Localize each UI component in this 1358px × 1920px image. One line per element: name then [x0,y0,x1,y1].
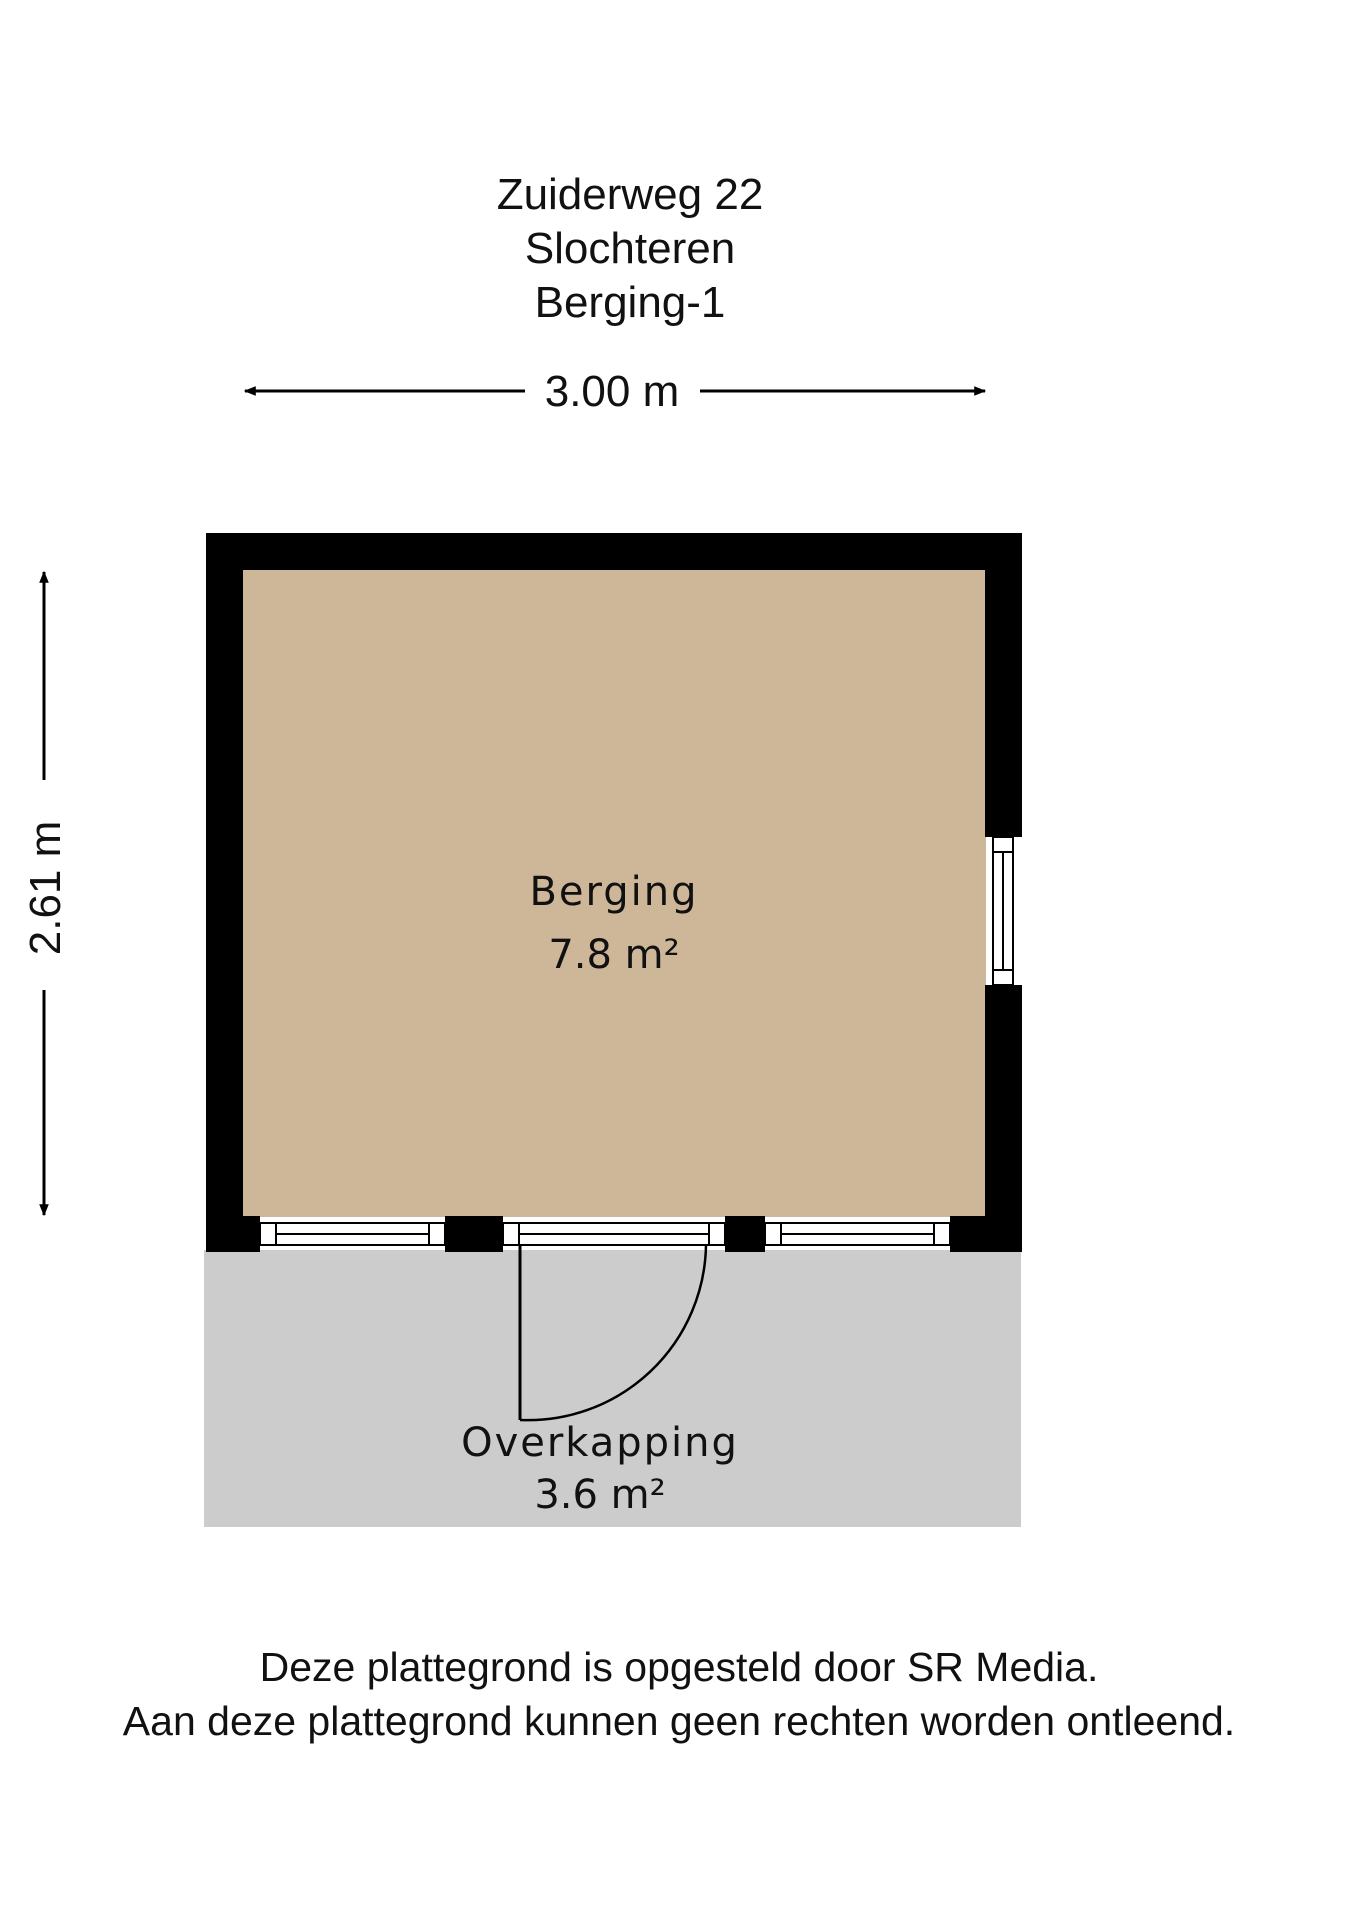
room-berging-name: Berging [529,869,698,915]
width-dimension: 3.00 m [243,367,987,416]
depth-dimension: 2.61 m [21,570,70,1217]
wall-bottom-pillar-1 [445,1216,503,1252]
wall-bottom-left-corner [206,1216,260,1252]
room-berging-area: 7.8 m² [548,932,679,978]
room-overkapping-name: Overkapping [461,1420,739,1466]
address-city: Slochteren [524,224,736,273]
address-street: Zuiderweg 22 [496,170,764,219]
wall-bottom-right-corner [950,1216,1022,1252]
window-bottom-left [259,1222,446,1246]
window-right [992,836,1014,986]
room-berging-fill [242,569,986,1217]
room-overkapping-area: 3.6 m² [534,1472,665,1518]
door [502,1222,726,1422]
building-name: Berging-1 [534,278,726,327]
room-overkapping-fill [204,1250,1021,1527]
floorplan-title: Zuiderweg 22 Slochteren Berging-1 [380,168,880,330]
width-dimension-label: 3.00 m [545,367,680,416]
wall-right-lower [985,985,1022,1252]
walls [206,533,1022,1252]
door-swing-arc [519,1244,708,1422]
disclaimer-line-1: Deze plattegrond is opgesteld door SR Me… [259,1644,1099,1690]
wall-right-upper [985,533,1022,837]
disclaimer: Deze plattegrond is opgesteld door SR Me… [0,1640,1358,1748]
window-bottom-right [764,1222,951,1246]
wall-left [206,533,243,1252]
wall-top [206,533,1022,570]
disclaimer-line-2: Aan deze plattegrond kunnen geen rechten… [122,1698,1236,1744]
depth-dimension-label: 2.61 m [21,821,70,956]
wall-bottom-pillar-2 [725,1216,765,1252]
